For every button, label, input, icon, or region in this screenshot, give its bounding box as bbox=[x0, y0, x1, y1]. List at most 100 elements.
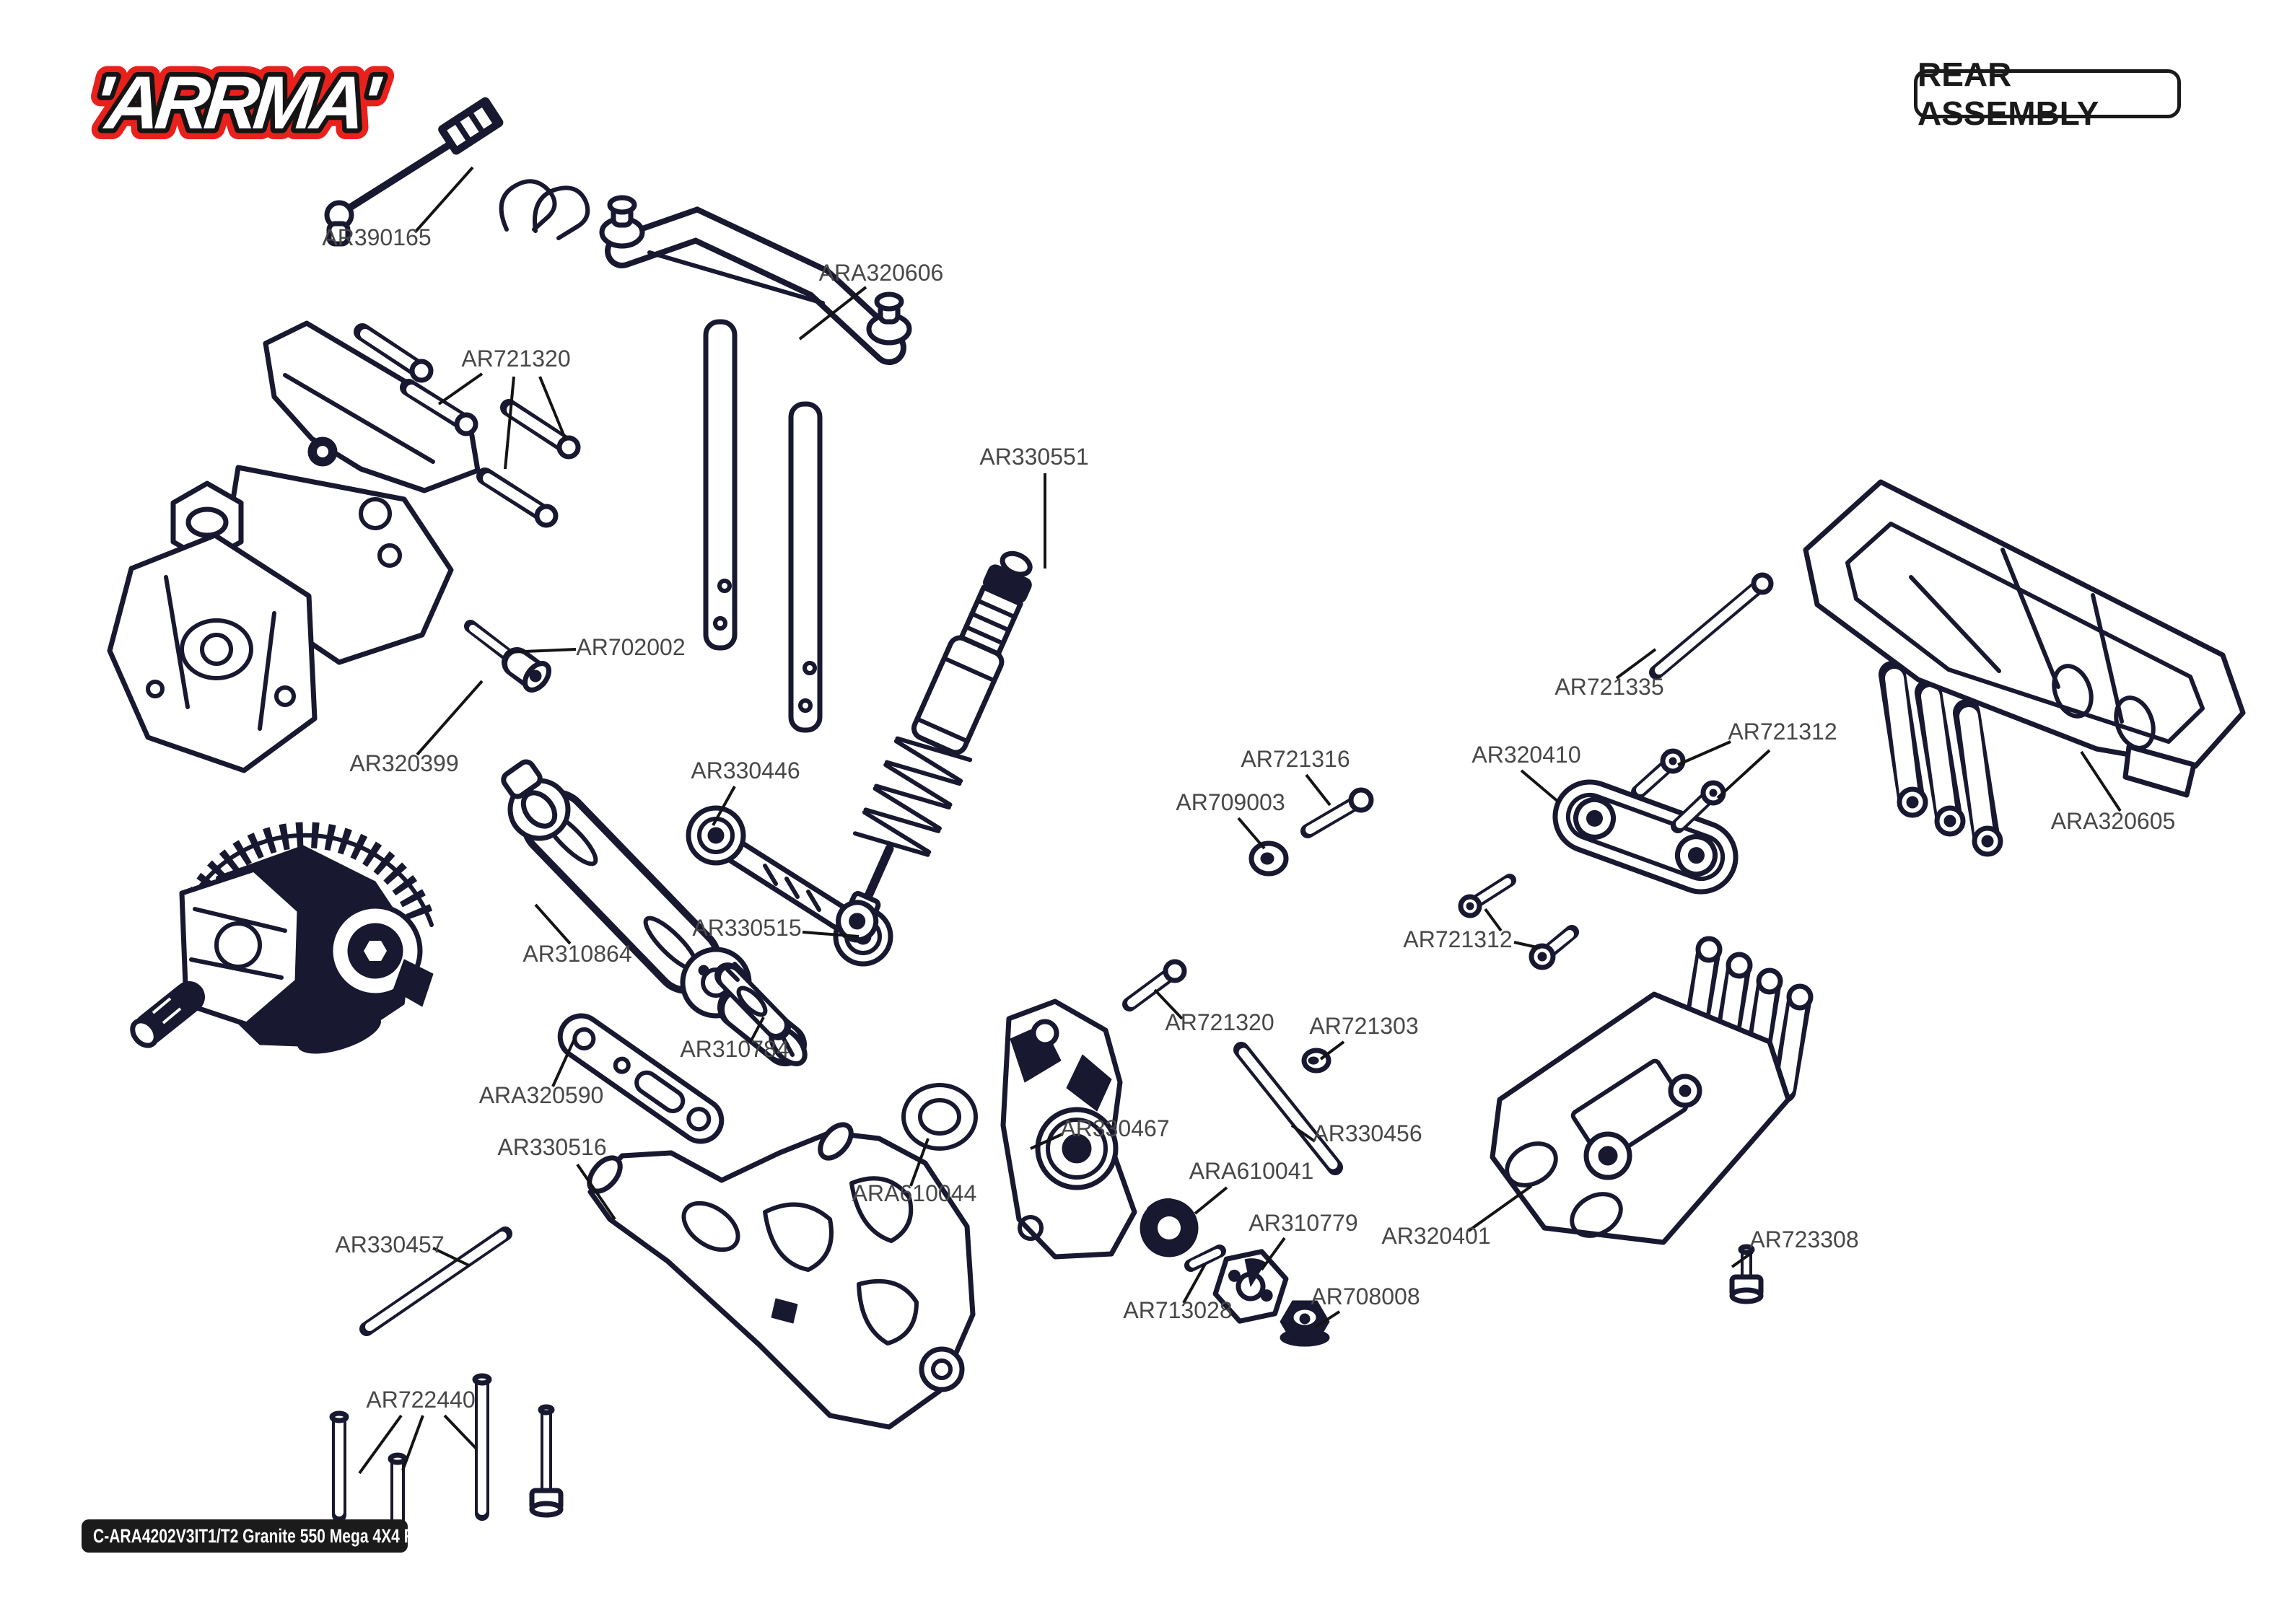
leader-line-AR702002 bbox=[506, 648, 577, 654]
roll-pin-art bbox=[1184, 1245, 1226, 1272]
part-label-AR721303: AR721303 bbox=[1309, 1013, 1418, 1039]
part-label-AR310779: AR310779 bbox=[1248, 1210, 1357, 1236]
leader-line-AR330516 bbox=[576, 1163, 616, 1221]
leader-line-ARA320590 bbox=[551, 1038, 576, 1087]
pin-ar721320b-art bbox=[1122, 959, 1187, 1011]
part-label-AR320410: AR320410 bbox=[1471, 742, 1580, 768]
body-mount-art bbox=[599, 195, 912, 733]
part-label-AR721320: AR721320 bbox=[461, 346, 570, 372]
shock-tower-art bbox=[107, 320, 481, 773]
lower-arm-art bbox=[587, 1122, 976, 1430]
leader-line-AR390165 bbox=[414, 166, 474, 234]
leader-line-AR722440 bbox=[443, 1414, 478, 1450]
part-label-ARA610041: ARA610041 bbox=[1189, 1158, 1314, 1184]
leader-line-AR721312 bbox=[1677, 740, 1731, 766]
part-label-AR721316: AR721316 bbox=[1241, 746, 1350, 772]
part-label-AR320401: AR320401 bbox=[1381, 1223, 1490, 1249]
part-label-AR702002: AR702002 bbox=[576, 634, 685, 660]
arrma-logo: 'ARRMA' 'ARRMA' bbox=[79, 51, 396, 156]
link-mount-art bbox=[1552, 779, 1739, 895]
shock-absorber-art bbox=[836, 550, 1033, 943]
leader-lines-layer bbox=[358, 166, 2122, 1475]
leader-line-AR310779 bbox=[1260, 1237, 1286, 1271]
part-label-ARA610044: ARA610044 bbox=[852, 1180, 977, 1206]
turnbuckle-art bbox=[324, 97, 590, 247]
part-label-AR320399: AR320399 bbox=[349, 750, 458, 776]
leader-line-AR721312 bbox=[1513, 941, 1541, 949]
leader-line-AR330457 bbox=[432, 1247, 470, 1267]
part-label-AR330446: AR330446 bbox=[691, 758, 800, 784]
long-pin-art bbox=[1649, 572, 1774, 680]
oring-art bbox=[1140, 1198, 1199, 1257]
part-label-AR330457: AR330457 bbox=[335, 1232, 444, 1257]
hinge-pins-art bbox=[354, 323, 581, 528]
pin-ar721316-art bbox=[1300, 787, 1374, 838]
leader-line-AR310784 bbox=[749, 1017, 765, 1043]
leader-line-AR721312 bbox=[1716, 749, 1771, 799]
button-screws-lower-art bbox=[1458, 874, 1579, 970]
leader-line-ARA320605 bbox=[2080, 750, 2122, 812]
part-label-AR713028: AR713028 bbox=[1123, 1297, 1232, 1323]
part-label-AR721320: AR721320 bbox=[1165, 1009, 1274, 1035]
rear-bumper-art bbox=[1803, 479, 2246, 857]
part-label-ARA320606: ARA320606 bbox=[819, 260, 944, 286]
part-labels-layer: AR390165ARA320606AR721320AR330551AR70200… bbox=[322, 224, 2175, 1413]
part-label-AR721312: AR721312 bbox=[1403, 926, 1512, 952]
leader-line-AR310864 bbox=[534, 903, 572, 945]
part-label-AR330516: AR330516 bbox=[497, 1134, 606, 1160]
leader-line-AR722440 bbox=[358, 1414, 403, 1475]
arrma-logo-outline: 'ARRMA' bbox=[89, 61, 385, 145]
differential-art bbox=[130, 822, 434, 1054]
leader-line-ARA610041 bbox=[1194, 1186, 1228, 1215]
part-label-AR723308: AR723308 bbox=[1749, 1226, 1858, 1252]
leader-line-AR320401 bbox=[1467, 1185, 1533, 1232]
leader-line-AR723308 bbox=[1731, 1251, 1754, 1268]
driveshaft-art bbox=[501, 759, 808, 1066]
part-label-AR310784: AR310784 bbox=[680, 1036, 789, 1062]
footer-model-badge: C-ARA4202V3IT1/T2 Granite 550 Mega 4X4 R… bbox=[82, 1519, 435, 1553]
stub-axle-art bbox=[714, 962, 791, 1040]
leader-line-AR330467 bbox=[1030, 1133, 1063, 1150]
footer-model-text: C-ARA4202V3IT1/T2 Granite 550 Mega 4X4 R… bbox=[93, 1524, 436, 1547]
brace-plate-art bbox=[557, 1013, 725, 1144]
leader-line-ARA610044 bbox=[909, 1138, 930, 1187]
leader-line-AR708008 bbox=[1313, 1310, 1341, 1329]
title-badge: REAR ASSEMBLY bbox=[1914, 56, 2181, 132]
leader-line-AR721320 bbox=[1153, 988, 1184, 1020]
hex-hub-art bbox=[1212, 1249, 1289, 1324]
leader-line-AR721335 bbox=[1615, 648, 1657, 680]
leader-line-AR721312 bbox=[1484, 908, 1503, 932]
part-label-AR709003: AR709003 bbox=[1176, 789, 1285, 815]
part-label-AR722440: AR722440 bbox=[366, 1387, 475, 1413]
part-label-AR310864: AR310864 bbox=[522, 941, 631, 967]
part-label-AR721335: AR721335 bbox=[1554, 674, 1663, 700]
part-label-AR330551: AR330551 bbox=[979, 444, 1088, 470]
part-label-AR330467: AR330467 bbox=[1060, 1115, 1169, 1141]
part-label-ARA320590: ARA320590 bbox=[479, 1082, 604, 1108]
leader-line-AR709003 bbox=[1237, 817, 1266, 850]
leader-line-AR721320 bbox=[504, 376, 515, 470]
seal-ring-art bbox=[901, 1083, 978, 1151]
leader-line-AR320399 bbox=[416, 680, 484, 756]
arm-hinge-pin-art bbox=[359, 1226, 512, 1336]
leader-line-AR721316 bbox=[1305, 773, 1331, 807]
hub-carrier-art bbox=[1000, 998, 1137, 1260]
leader-line-AR320410 bbox=[1520, 769, 1560, 804]
part-label-AR390165: AR390165 bbox=[322, 224, 431, 250]
skid-plate-art bbox=[1490, 936, 1814, 1245]
leader-line-AR713028 bbox=[1182, 1263, 1207, 1304]
part-label-AR330515: AR330515 bbox=[692, 915, 801, 941]
cap-screw-art bbox=[464, 620, 551, 693]
arrma-logo-text: 'ARRMA' bbox=[89, 61, 385, 145]
title-badge-text: REAR ASSEMBLY bbox=[1917, 56, 2099, 132]
leader-line-AR721320 bbox=[437, 372, 484, 405]
leader-line-AR721320 bbox=[538, 376, 567, 441]
leader-line-AR721303 bbox=[1319, 1040, 1345, 1061]
leader-line-ARA320606 bbox=[798, 286, 867, 341]
sway-rod-art bbox=[1233, 1042, 1343, 1175]
leader-line-AR330456 bbox=[1290, 1124, 1316, 1143]
part-label-AR330456: AR330456 bbox=[1313, 1120, 1422, 1146]
bushing-art bbox=[1301, 1048, 1331, 1074]
part-label-AR721312: AR721312 bbox=[1728, 719, 1837, 745]
